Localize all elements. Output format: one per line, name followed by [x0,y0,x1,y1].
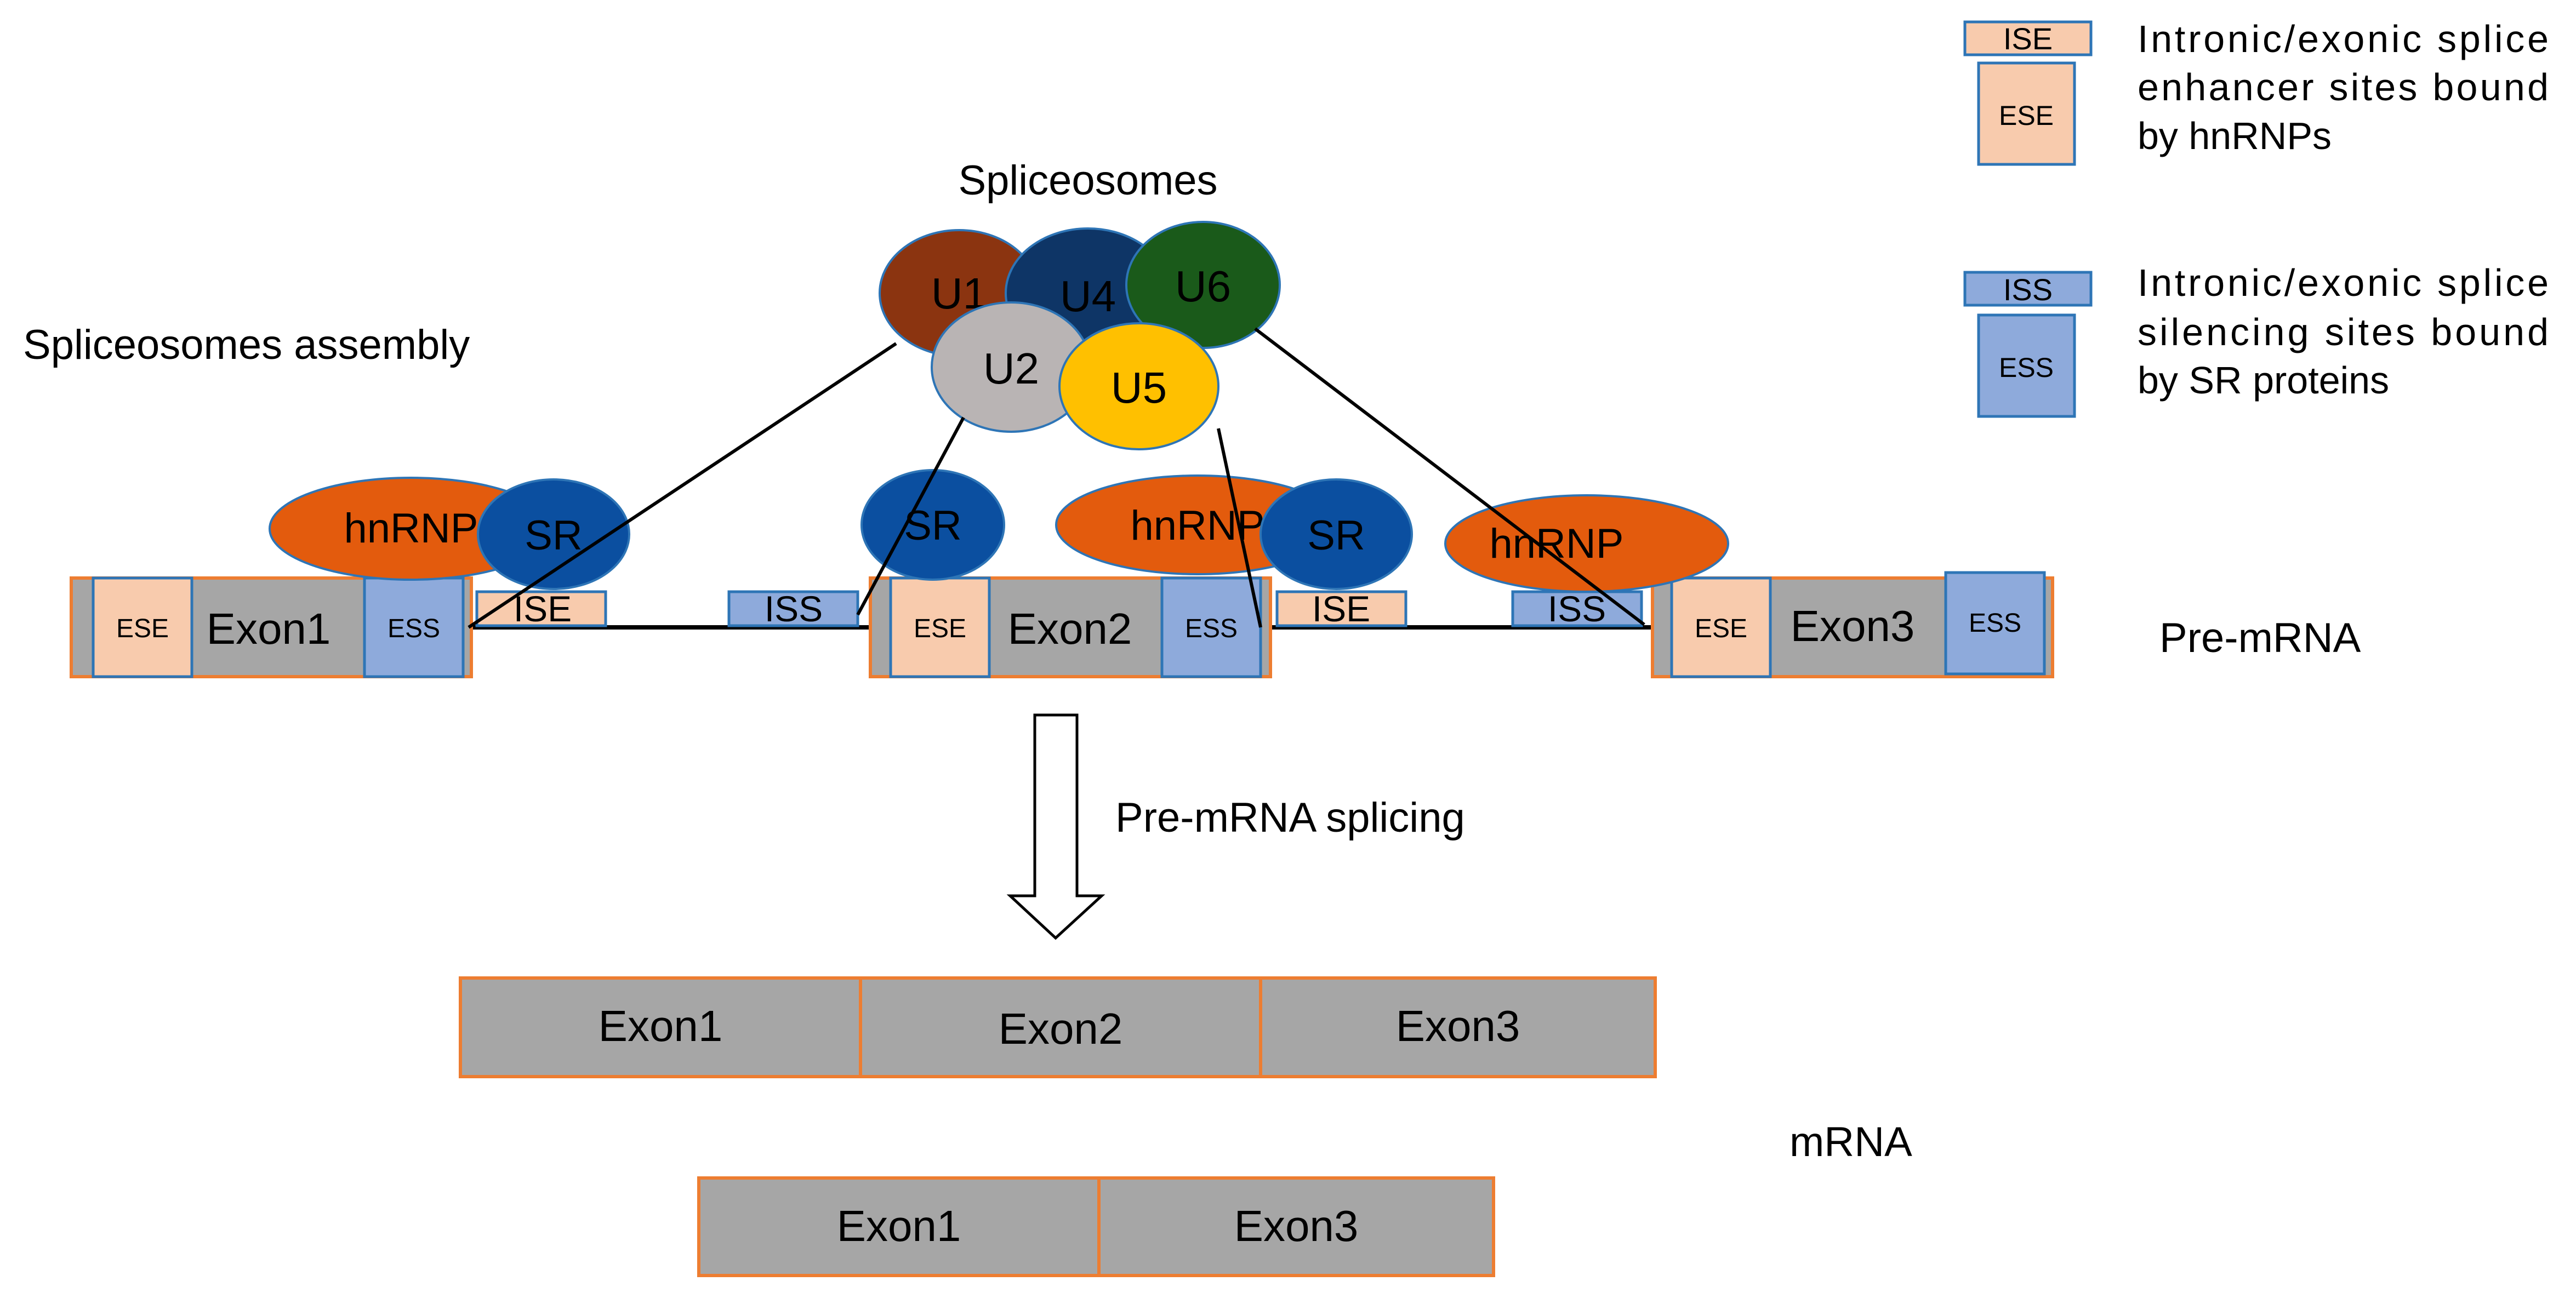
splicing-arrow [1006,713,1105,940]
connector-u6-exon3 [1254,327,1645,626]
mrna1-exon3 [1259,976,1657,1078]
premrna-exon2-label: Exon2 [1008,604,1132,653]
premrna-exon1-label: Exon1 [207,604,331,653]
premrna-exon2-ese-label: ESE [914,614,966,643]
legend-ese-box [1977,61,2076,166]
intron2-iss [1511,590,1643,627]
u4-label: U4 [1060,272,1116,321]
premrna-exon3-ese [1670,576,1772,678]
legend-enhancer-line-3: by hnRNPs [2138,115,2332,157]
premrna-exon1-ese [92,576,193,678]
u2-label: U2 [983,344,1039,393]
intron2-ise-label: ISE [1312,588,1370,629]
legend-ise-text: ISE [2003,21,2053,56]
sr-1 [477,478,630,590]
connector-u5-exon2 [1217,428,1262,628]
connector-u2-exon2 [856,416,965,616]
sr-1-label: SR [525,512,583,559]
mrna1-exon1 [459,976,862,1078]
hnrnp-3-label: hnRNP [1490,521,1624,567]
legend-silencer-line-1: Intronic/exonic splice [2138,261,2549,304]
splicing-label: Pre-mRNA splicing [1115,794,1465,841]
mrna-label: mRNA [1789,1119,1912,1165]
u5-label: U5 [1111,363,1167,412]
premrna-exon1-ese-label: ESE [116,614,169,643]
legend-iss-text: ISS [2003,272,2053,307]
sr-3 [1259,478,1413,590]
legend-ess-text: ESS [1999,352,2054,383]
spliceosomes-assembly-label: Spliceosomes assembly [23,322,470,368]
intron1-iss [727,590,859,627]
intron1-ise-label: ISE [514,588,572,629]
legend-ise-box [1963,20,2093,56]
mrna2-exon3-label: Exon3 [1234,1202,1359,1250]
premrna-exon1-ess [363,576,465,678]
legend-enhancer-line-2: enhancer sites bound [2138,66,2549,108]
connector-u1-exon1 [468,342,897,629]
mrna2-exon3 [1097,1176,1495,1277]
intron1-iss-label: ISS [765,588,823,629]
mrna1-exon1-label: Exon1 [599,1002,723,1050]
intron2-iss-label: ISS [1548,588,1606,629]
legend-iss-box [1963,271,2093,307]
sr-2 [860,469,1005,581]
legend-silencer-line-3: by SR proteins [2138,359,2389,402]
mrna2-exon1-label: Exon1 [837,1202,961,1250]
premrna-exon2-ess [1160,576,1262,678]
legend: ISE ESE Intronic/exonic splice enhancer … [1963,18,2549,418]
premrna-exon3-label: Exon3 [1791,602,1915,650]
legend-ese-text: ESE [1999,100,2054,131]
premrna-exon1-ess-label: ESS [387,614,440,643]
premrna-exon3-ess-label: ESS [1969,609,2021,638]
legend-ess-box [1977,313,2076,418]
u6-label: U6 [1175,262,1231,311]
premrna-exon3-ese-label: ESE [1695,614,1747,643]
mrna1-exon2-label: Exon2 [999,1004,1123,1053]
hnrnp-3 [1444,494,1729,593]
mrna1-exon2 [859,976,1262,1078]
premrna-exon3-ess [1944,571,2046,676]
legend-silencer-line-2: silencing sites bound [2138,311,2549,353]
u5-snrnp [1058,322,1219,450]
mrna2-exon1 [697,1176,1101,1277]
sr-3-label: SR [1307,512,1365,559]
hnrnp-1-label: hnRNP [344,505,478,552]
legend-enhancer-line-1: Intronic/exonic splice [2138,18,2549,60]
intron2-ise [1275,590,1407,627]
spliceosomes-title: Spliceosomes [958,157,1217,204]
hnrnp-2-label: hnRNP [1131,502,1265,549]
premrna-exon2-ese [889,576,991,678]
premrna-label: Pre-mRNA [2159,615,2361,661]
mrna1-exon3-label: Exon3 [1396,1002,1520,1050]
premrna-exon2-ess-label: ESS [1185,614,1238,643]
